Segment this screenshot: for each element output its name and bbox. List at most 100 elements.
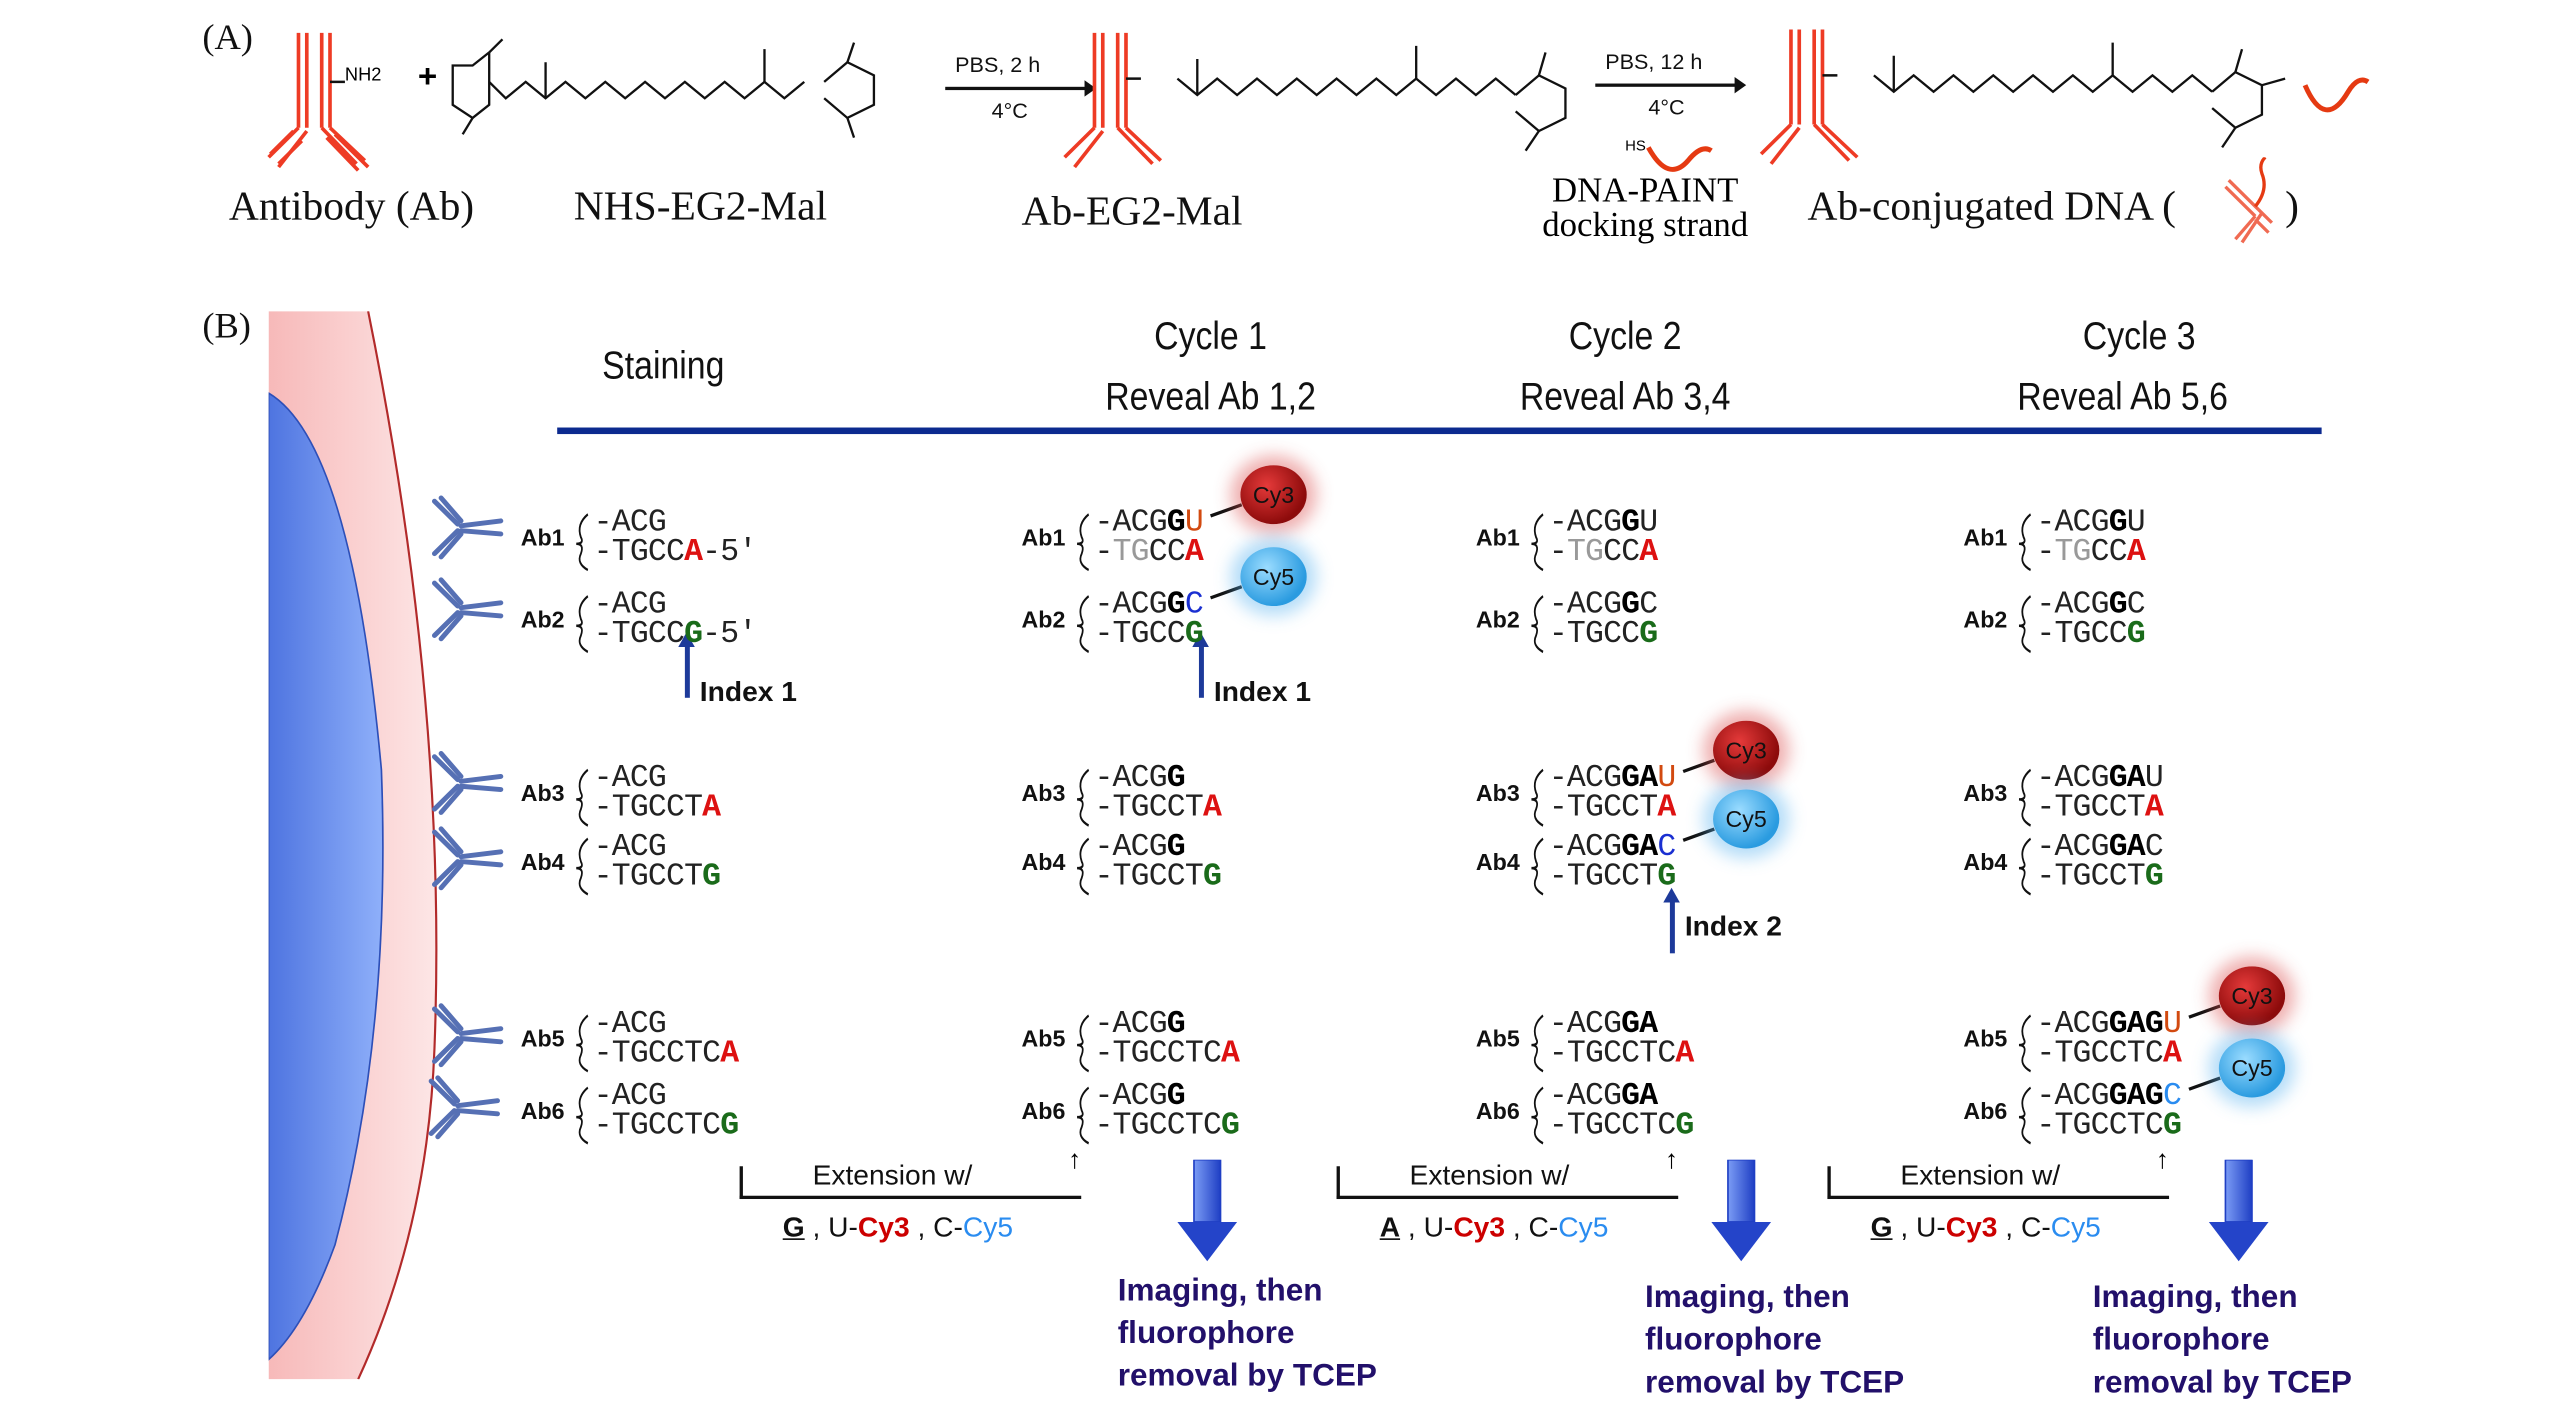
strand-bottom: -TGCCTA [2036, 789, 2163, 826]
brace-icon [1075, 1012, 1091, 1084]
brace-icon [1075, 835, 1091, 907]
step2-condition-bottom: 4°C [1648, 95, 1685, 120]
extension-bracket [1827, 1166, 2170, 1200]
antibody-icon [428, 750, 508, 824]
strand-bottom: -TGCCTCA [1548, 1035, 1694, 1072]
strand-top: -ACGG [1094, 1077, 1185, 1114]
antibody-icon [425, 1075, 505, 1149]
reaction-arrow-2 [1595, 83, 1742, 86]
header-cycle-1: Cycle 1 [1154, 314, 1267, 359]
antibody-label: Ab2 [1963, 606, 2008, 633]
antibody-icon [267, 32, 370, 172]
strand-bottom: -TGCCTCG [1094, 1107, 1240, 1144]
antibody-label: Ab5 [1021, 1025, 1066, 1052]
strand-top: -ACG [593, 1005, 667, 1042]
extension-reagents: G , U-Cy3 , C-Cy5 [1870, 1212, 2101, 1244]
ab-eg2-mal-label: Ab-EG2-Mal [1021, 190, 1243, 235]
linker-line [1682, 758, 1715, 774]
antibody-icon [1063, 32, 1163, 169]
brace-icon [1075, 511, 1091, 583]
brace-icon [1529, 593, 1545, 665]
antibody-icon [428, 826, 508, 900]
index-arrow [1198, 642, 1204, 698]
strand-top: -ACGGAC [2036, 828, 2163, 865]
index-label: Index 1 [1213, 676, 1312, 708]
arrow-up-icon: ↑ [1067, 1146, 1082, 1175]
ab-eg2-mal-structure [1176, 45, 1567, 152]
antibody-icon [1759, 29, 1859, 165]
brace-icon [2017, 835, 2033, 907]
antibody-label: Antibody (Ab) [228, 185, 475, 230]
brace-icon [1529, 835, 1545, 907]
brace-icon [1529, 1084, 1545, 1156]
antibody-label: Ab4 [1963, 848, 2008, 875]
strand-top: -ACGGA [1548, 1077, 1658, 1114]
strand-bottom: -TGCCTCA [1094, 1035, 1240, 1072]
cy5-fluorophore: Cy5 [1240, 547, 1307, 607]
brace-icon [2017, 767, 2033, 839]
brace-icon [574, 1012, 590, 1084]
strand-top: -ACGGC [1094, 586, 1203, 623]
antibody-label: Ab6 [1963, 1097, 2008, 1124]
extension-reagents: G , U-Cy3 , C-Cy5 [782, 1212, 1014, 1244]
strand-top: -ACGG [1094, 760, 1185, 797]
strand-bottom: -TGCCTCG [2036, 1107, 2182, 1144]
arrow-up-icon: ↑ [1664, 1146, 1679, 1175]
arrow-down-icon [1708, 1158, 1774, 1273]
antibody-label: Ab3 [520, 779, 565, 806]
strand-bottom: -TGCCG [1548, 615, 1658, 652]
antibody-label: Ab1 [1021, 524, 1066, 551]
strand-bottom: -TGCCA [1094, 533, 1203, 571]
linker-line [1682, 827, 1715, 842]
panel-b-label: (B) [202, 304, 251, 346]
antibody-label: Ab2 [520, 606, 565, 633]
arrow-up-icon [678, 632, 695, 648]
strand-bottom: -TGCCTA [1548, 789, 1676, 826]
arrow-head-icon [1084, 80, 1097, 97]
brace-icon [1529, 511, 1545, 583]
strand-bottom: -TGCCTCG [593, 1107, 739, 1144]
brace-icon [574, 1084, 590, 1156]
ab-conjugated-dna-structure [1873, 42, 2370, 149]
header-cycle-2: Cycle 2 [1568, 314, 1682, 359]
antibody-label: Ab3 [1021, 779, 1066, 806]
imaging-step-text: Imaging, then fluorophore removal by TCE… [1117, 1274, 1377, 1394]
strand-top: -ACGGU [1548, 504, 1658, 541]
linker-line [2188, 1076, 2221, 1091]
strand-bottom: -TGCCTG [1094, 858, 1222, 895]
strand-top: -ACGGAC [1548, 828, 1676, 865]
brace-icon [574, 835, 590, 907]
strand-bottom: -TGCCG [2036, 615, 2145, 652]
strand-top: -ACGGAU [1548, 760, 1676, 797]
strand-bottom: -TGCCTA [593, 789, 721, 826]
nhs-eg2-mal-structure [451, 38, 876, 138]
antibody-label: Ab1 [520, 524, 565, 551]
antibody-label: Ab2 [1021, 606, 1066, 633]
index-arrow [684, 642, 690, 698]
brace-icon [1075, 593, 1091, 665]
strand-top: -ACG [593, 760, 667, 797]
strand-top: -ACGGU [1094, 504, 1203, 541]
brace-icon [1529, 767, 1545, 839]
extension-label: Extension w/ [1409, 1159, 1570, 1191]
panel-a-label: (A) [202, 16, 253, 58]
linker-line [2188, 1004, 2221, 1019]
arrow-up-icon [1192, 632, 1209, 648]
step1-condition-bottom: 4°C [991, 98, 1028, 123]
antibody-label: Ab5 [520, 1025, 565, 1052]
ab-conjugated-dna-label: Ab-conjugated DNA ( [1807, 185, 2176, 230]
brace-icon [2017, 511, 2033, 583]
reaction-arrow-1 [945, 86, 1092, 90]
strand-bottom: -TGCCG-5′ [593, 615, 758, 652]
strand-top: -ACGGA [1548, 1005, 1658, 1042]
imaging-step-text: Imaging, then fluorophore removal by TCE… [1645, 1280, 1905, 1401]
extension-reagents: A , U-Cy3 , C-Cy5 [1379, 1212, 1609, 1244]
strand-top: -ACGG [1094, 828, 1185, 865]
antibody-label: Ab5 [1963, 1025, 2008, 1052]
antibody-label: Ab6 [1475, 1097, 1520, 1124]
brace-icon [574, 511, 590, 583]
antibody-label: Ab4 [1021, 848, 1066, 875]
extension-bracket [739, 1166, 1082, 1200]
strand-bottom: -TGCCA [2036, 533, 2145, 571]
strand-bottom: -TGCCA [1548, 533, 1658, 571]
